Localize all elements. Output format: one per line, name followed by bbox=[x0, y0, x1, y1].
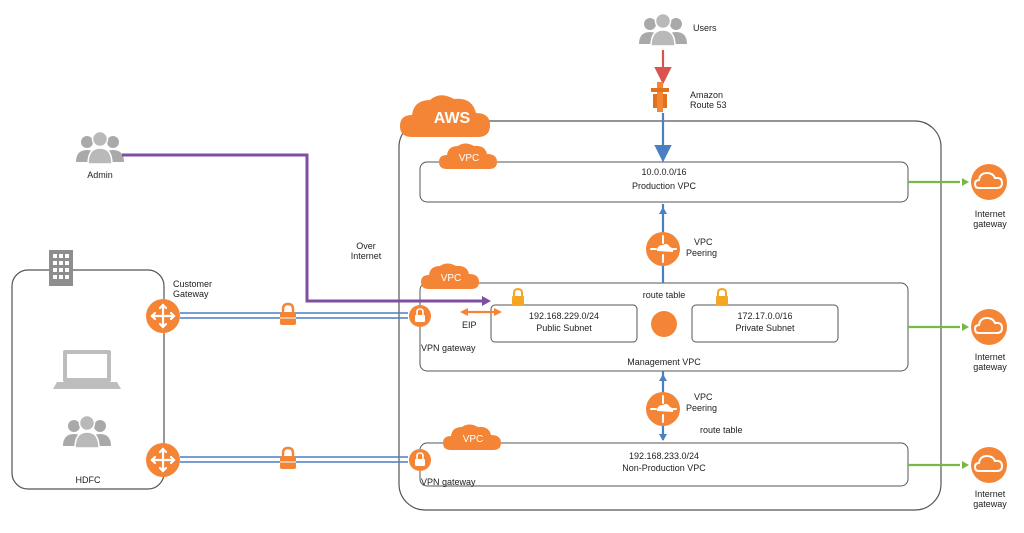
mgmt-route-table-label: route table bbox=[642, 290, 686, 300]
hdfc-label: HDFC bbox=[75, 475, 101, 485]
route53-label-2: Route 53 bbox=[690, 100, 727, 110]
peering-bottom-label-1: VPC bbox=[694, 392, 713, 402]
mgmt-vpc-badge-label: VPC bbox=[440, 273, 462, 284]
customer-gateway-icon-2 bbox=[144, 441, 182, 479]
prod-vpc-name: Production VPC bbox=[631, 181, 697, 191]
peering-icon-bottom bbox=[645, 391, 681, 427]
public-subnet-lock-icon bbox=[511, 288, 525, 307]
laptop-icon bbox=[53, 350, 121, 389]
peering-top-label-1: VPC bbox=[694, 237, 713, 247]
vpn-gateway-nonprod-label: VPN gateway bbox=[421, 477, 476, 487]
peering-top-label-2: Peering bbox=[686, 248, 718, 258]
aws-logo-text: AWS bbox=[433, 110, 471, 127]
tunnel-lock-icon-1 bbox=[278, 302, 298, 327]
nonprod-vpc-badge-label: VPC bbox=[462, 434, 484, 445]
customer-gateway-label-1: Customer bbox=[173, 279, 213, 289]
customer-gateway-icon-1 bbox=[144, 297, 182, 335]
private-subnet-box bbox=[691, 304, 839, 343]
public-subnet-cidr: 192.168.229.0/24 bbox=[528, 311, 600, 321]
over-internet-label-2: Internet bbox=[350, 251, 382, 261]
over-internet-label-1: Over bbox=[356, 241, 376, 251]
mgmt-vpc-name: Management VPC bbox=[627, 357, 701, 367]
admin-path bbox=[122, 153, 482, 303]
admin-users-icon bbox=[75, 130, 125, 165]
nonprod-route-table-label: route table bbox=[700, 425, 743, 435]
tunnel-lock-icon-2 bbox=[278, 446, 298, 471]
route53-icon bbox=[651, 82, 669, 112]
admin-label: Admin bbox=[87, 170, 113, 180]
aws-cloud-boundary bbox=[398, 120, 942, 511]
igw-2-label-2: gateway bbox=[973, 362, 1007, 372]
vpn-gateway-mgmt-label: VPN gateway bbox=[421, 343, 476, 353]
internet-gateway-icon-1 bbox=[970, 163, 1008, 201]
igw-1-label-1: Internet bbox=[974, 209, 1006, 219]
nonprod-vpc-name: Non-Production VPC bbox=[622, 463, 706, 473]
peering-bottom-label-2: Peering bbox=[686, 403, 718, 413]
hdfc-boundary bbox=[11, 269, 165, 490]
igw-2-label-1: Internet bbox=[974, 352, 1006, 362]
igw-3-label-2: gateway bbox=[973, 499, 1007, 509]
nonprod-vpc-cidr: 192.168.233.0/24 bbox=[628, 451, 700, 461]
igw-3-label-1: Internet bbox=[974, 489, 1006, 499]
vpn-gateway-icon-nonprod bbox=[408, 448, 432, 472]
users-icon bbox=[638, 12, 688, 47]
private-subnet-lock-icon bbox=[715, 288, 729, 307]
building-icon bbox=[49, 250, 73, 286]
internet-gateway-icon-2 bbox=[970, 308, 1008, 346]
aws-logo bbox=[400, 95, 490, 137]
vpn-gateway-icon-mgmt bbox=[408, 304, 432, 328]
eip-label: EIP bbox=[462, 320, 477, 330]
igw-1-label-2: gateway bbox=[973, 219, 1007, 229]
route53-label-1: Amazon bbox=[690, 90, 724, 100]
route-table-icon bbox=[651, 311, 677, 337]
prod-vpc-badge-label: VPC bbox=[458, 153, 480, 164]
peering-icon-top bbox=[645, 231, 681, 267]
public-subnet-name: Public Subnet bbox=[536, 323, 592, 333]
hdfc-users-icon bbox=[62, 414, 112, 449]
private-subnet-name: Private Subnet bbox=[735, 323, 795, 333]
private-subnet-cidr: 172.17.0.0/16 bbox=[737, 311, 793, 321]
internet-gateway-icon-3 bbox=[970, 446, 1008, 484]
public-subnet-box bbox=[490, 304, 638, 343]
prod-vpc-cidr: 10.0.0.0/16 bbox=[641, 167, 687, 177]
users-label: Users bbox=[693, 23, 717, 33]
customer-gateway-label-2: Gateway bbox=[173, 289, 209, 299]
